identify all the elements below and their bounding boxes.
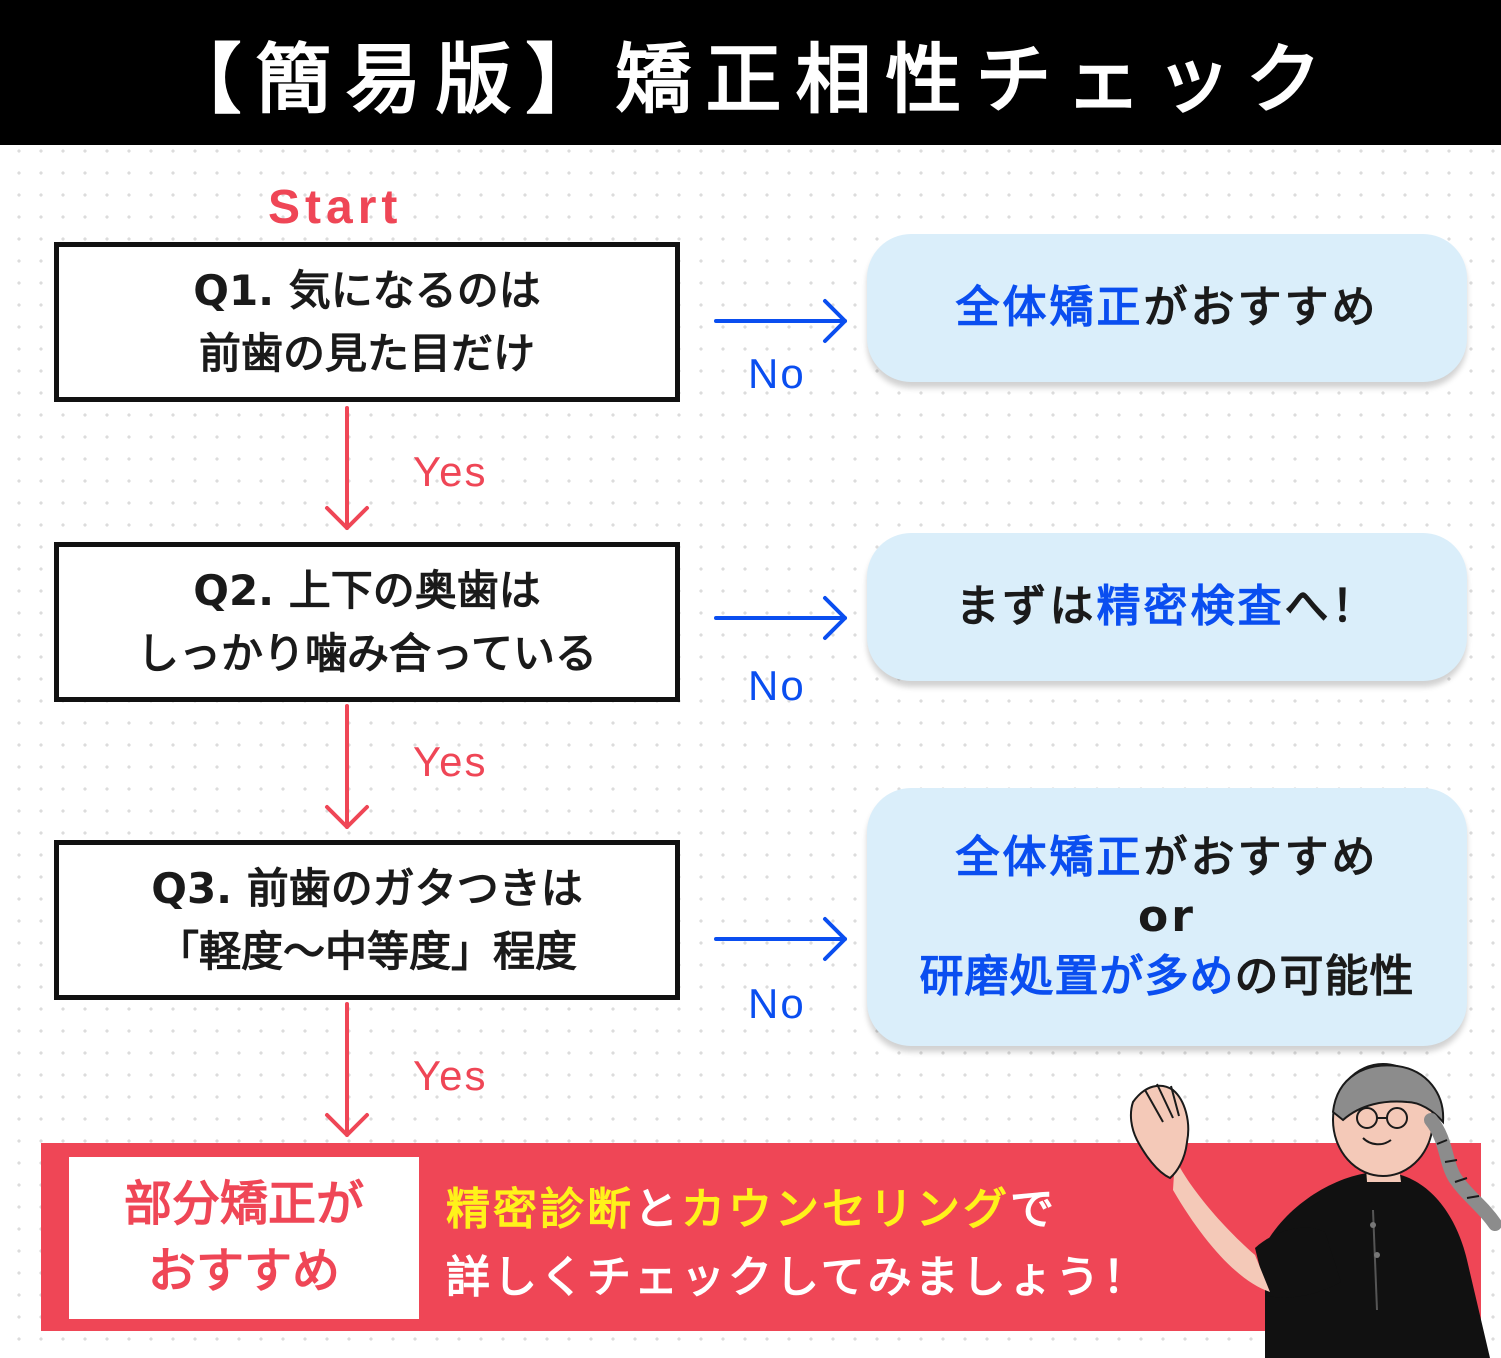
no-arrow-1-head [823, 299, 847, 343]
final-msg-line-2: 詳しくチェックしてみましょう！ [446, 1252, 1150, 1304]
result-3-text-1: がおすすめ [1143, 831, 1379, 883]
result-3-text-2: の可能性 [1234, 950, 1415, 1002]
yes-label-2: Yes [413, 738, 488, 785]
result-2-text-c: へ！ [1284, 581, 1379, 633]
no-label-2: No [748, 662, 806, 709]
no-arrow-3-head [823, 917, 847, 961]
final-box-line-2: おすすめ [147, 1243, 340, 1299]
page-title: 【簡易版】矯正相性チェック [0, 0, 1501, 145]
question-2-line-2: しっかり噛み合っている [137, 629, 597, 678]
result-box-3: 全体矯正がおすすめ or 研磨処置が多めの可能性 [867, 788, 1467, 1046]
no-arrow-2-head [823, 596, 847, 640]
question-box-2: Q2. 上下の奥歯は しっかり噛み合っている [54, 542, 680, 702]
question-3-line-2: 「軽度〜中等度」程度 [156, 927, 577, 976]
final-msg-text-2: で [1010, 1184, 1057, 1235]
start-label: Start [268, 181, 403, 234]
question-box-1: Q1. 気になるのは 前歯の見た目だけ [54, 242, 680, 402]
final-msg-text-1: と [634, 1184, 681, 1235]
question-2-line-1: Q2. 上下の奥歯は [193, 566, 541, 615]
result-3-or: or [1138, 891, 1196, 943]
no-label-1: No [748, 350, 806, 397]
question-3-line-1: Q3. 前歯のガタつきは [151, 864, 583, 913]
final-message: 精密診断とカウンセリングで 詳しくチェックしてみましょう！ [446, 1176, 1246, 1312]
final-msg-highlight-2: カウンセリング [681, 1184, 1010, 1235]
yes-arrow-2-head [325, 805, 369, 829]
result-1-text: がおすすめ [1143, 282, 1379, 334]
yes-label-1: Yes [413, 448, 488, 495]
question-1-line-1: Q1. 気になるのは [193, 266, 541, 315]
question-box-3: Q3. 前歯のガタつきは 「軽度〜中等度」程度 [54, 840, 680, 1000]
result-3-highlight-1: 全体矯正 [955, 831, 1144, 883]
result-3-highlight-2: 研磨処置が多め [919, 950, 1235, 1002]
result-box-2: まずは精密検査へ！ [867, 533, 1467, 681]
question-1-line-2: 前歯の見た目だけ [198, 329, 535, 378]
no-label-3: No [748, 980, 806, 1027]
result-1-highlight: 全体矯正 [955, 282, 1144, 334]
yes-arrow-3-head [325, 1113, 369, 1137]
result-box-1: 全体矯正がおすすめ [867, 234, 1467, 382]
person-illustration [1129, 1063, 1501, 1358]
result-2-text-a: まずは [955, 581, 1097, 633]
final-msg-highlight-1: 精密診断 [446, 1184, 634, 1235]
final-box-line-1: 部分矯正が [123, 1175, 364, 1232]
final-recommendation-box: 部分矯正が おすすめ [69, 1157, 419, 1319]
result-2-highlight: 精密検査 [1096, 581, 1285, 633]
yes-label-3: Yes [413, 1052, 488, 1099]
yes-arrow-1-head [325, 506, 369, 530]
